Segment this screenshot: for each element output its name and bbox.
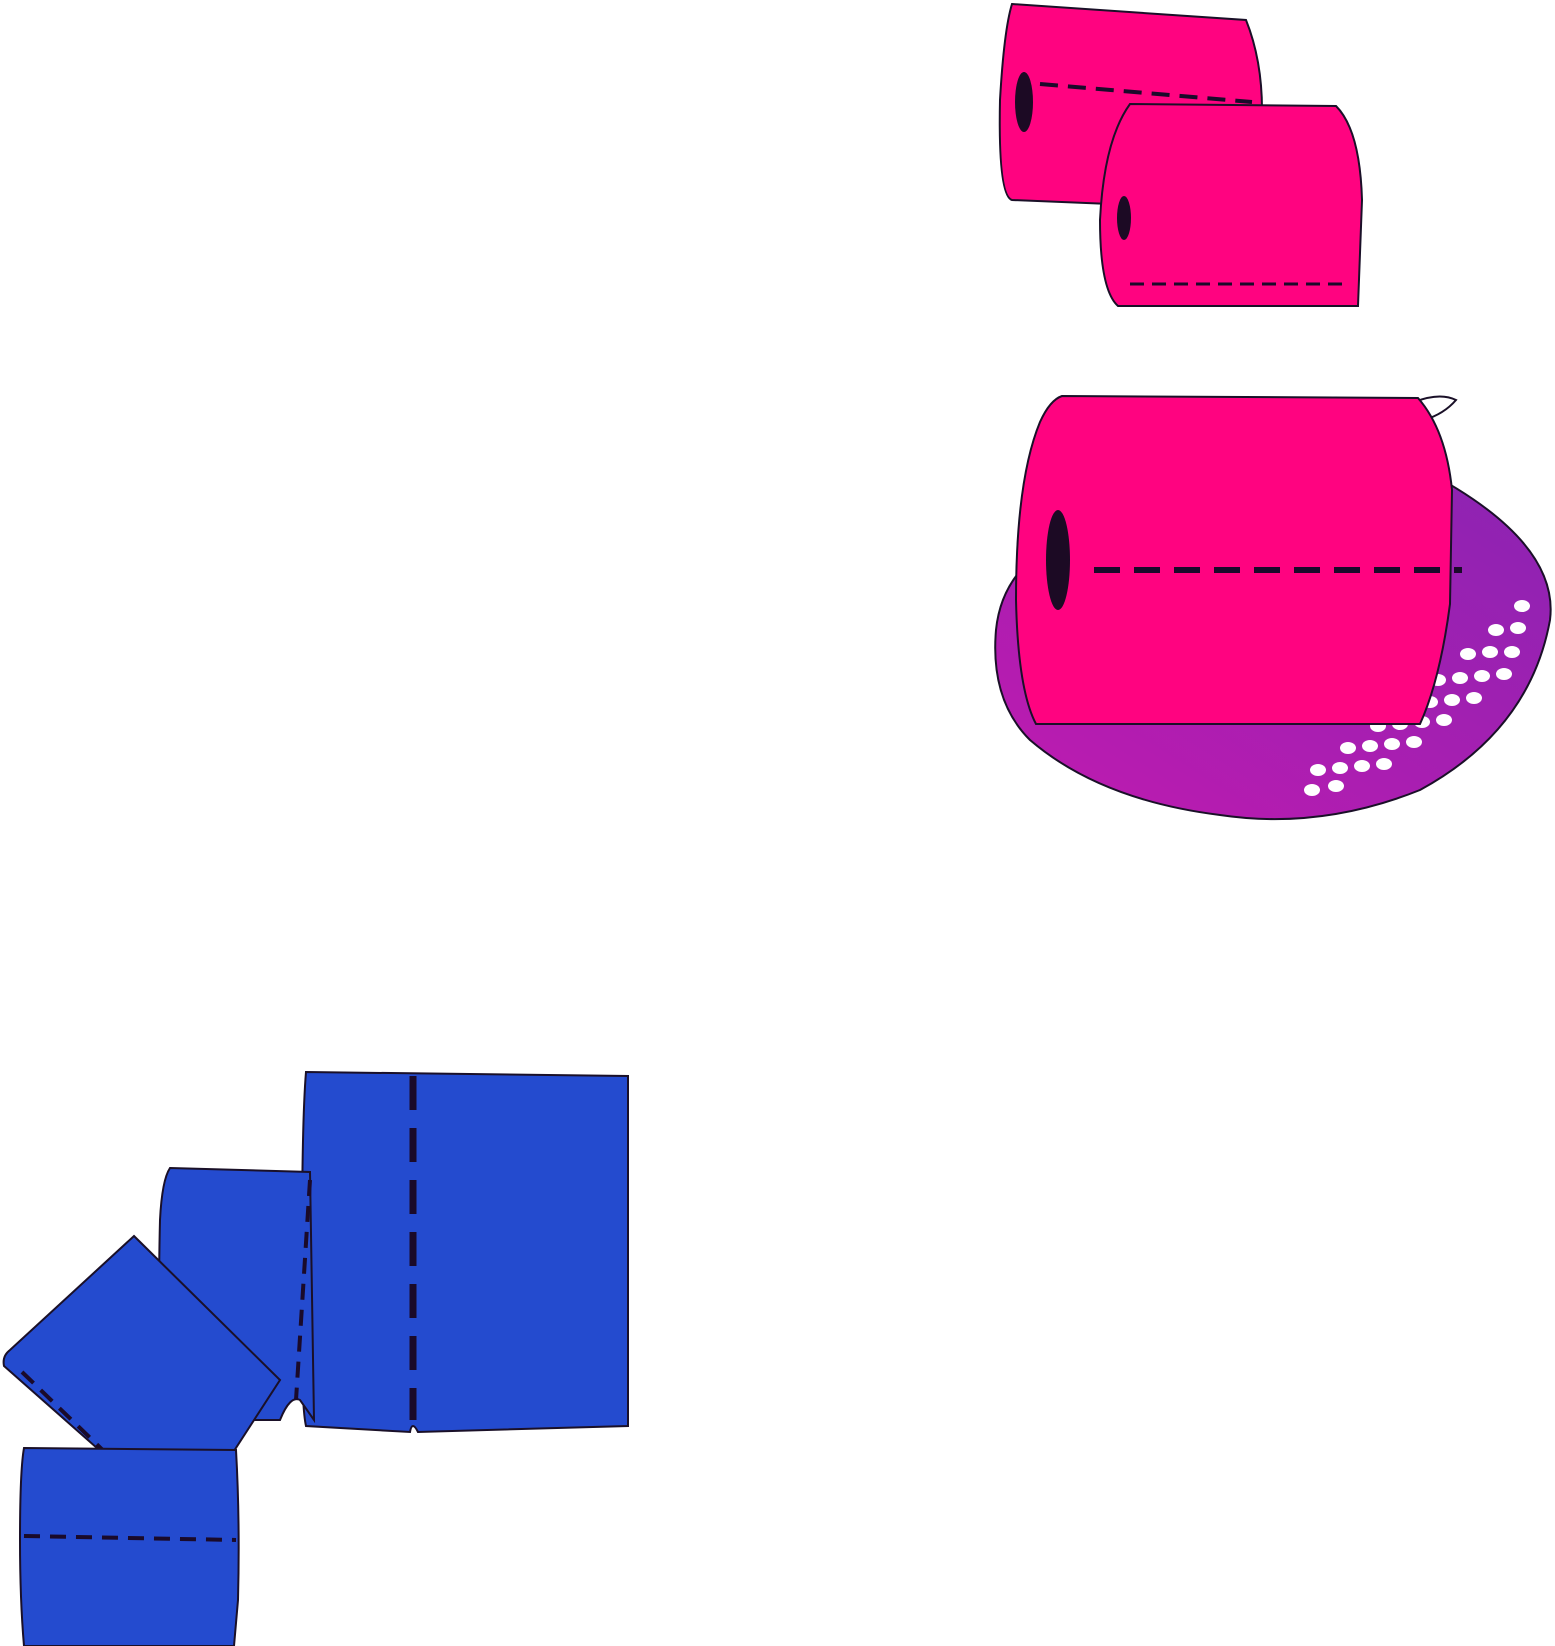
- pink-roll-back-perforation: [1039, 82, 1253, 104]
- blue-roll-bottom-perforation: [23, 1534, 237, 1542]
- blue-roll-stack: [2, 1070, 629, 1646]
- pink-roll-front-core-hole: [1117, 196, 1131, 240]
- pink-roll-on-purple-blob: [994, 394, 1552, 821]
- blue-roll-bottom: [18, 1446, 240, 1646]
- pink-roll-front: [1098, 102, 1364, 307]
- pink-roll-back-core-hole: [1015, 72, 1033, 132]
- blue-roll-middle-perforation: [294, 1179, 312, 1401]
- blue-roll-large: [300, 1070, 629, 1434]
- pink-roll-pair: [998, 2, 1364, 307]
- pink-roll-large-core-hole: [1046, 510, 1070, 610]
- pink-roll-large: [1014, 394, 1454, 725]
